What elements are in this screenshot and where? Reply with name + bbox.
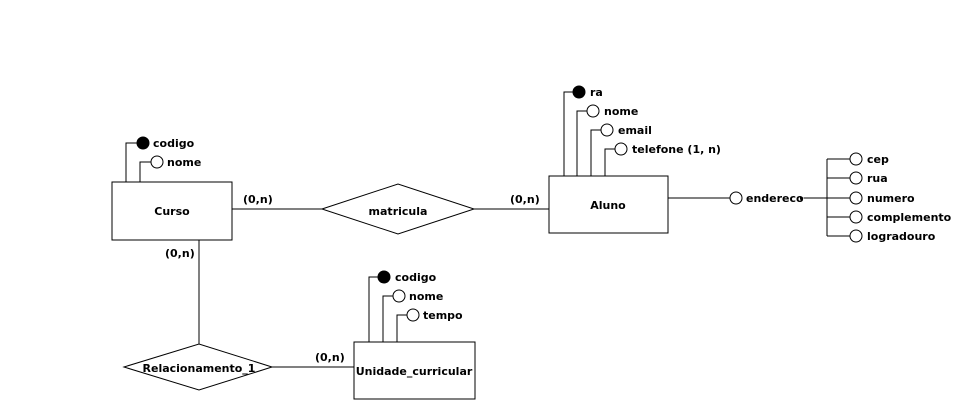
relationship-relacionamento-1-label: Relacionamento_1	[143, 362, 256, 375]
unidade-attr-tempo-connector	[396, 314, 407, 342]
curso-attr-nome-label: nome	[167, 156, 201, 169]
cardinality-curso-relacionamento: (0,n)	[165, 247, 195, 260]
aluno-attr-ra-key-icon	[572, 85, 586, 99]
unidade-attr-codigo-connector	[368, 276, 378, 342]
aluno-attr-telefone-connector	[604, 148, 615, 176]
endereco-part-complemento-circle-icon	[849, 210, 863, 224]
cardinality-curso-matricula: (0,n)	[243, 193, 273, 206]
aluno-attr-nome-connector	[576, 110, 587, 176]
unidade-attr-tempo-label: tempo	[423, 309, 463, 322]
aluno-attr-telefone-label: telefone (1, n)	[632, 143, 721, 156]
endereco-arrow-icon	[800, 196, 804, 200]
aluno-attr-ra-label: ra	[590, 86, 603, 99]
entity-aluno-label: Aluno	[590, 199, 626, 212]
curso-attr-codigo-connector	[125, 142, 137, 182]
aluno-attr-email-circle-icon	[600, 123, 614, 137]
cardinality-aluno-matricula: (0,n)	[510, 193, 540, 206]
aluno-attr-email-label: email	[618, 124, 652, 137]
endereco-part-cep-label: cep	[867, 153, 889, 166]
entity-aluno[interactable]: Aluno	[548, 175, 669, 234]
unidade-attr-nome-label: nome	[409, 290, 443, 303]
curso-attr-codigo-label: codigo	[153, 137, 195, 150]
endereco-part-complemento-label: complemento	[867, 211, 952, 224]
curso-attr-nome-connector	[139, 161, 151, 182]
relationship-matricula-label: matricula	[369, 205, 428, 218]
cardinality-unidade-relacionamento: (0,n)	[315, 351, 345, 364]
unidade-attr-nome-connector	[382, 295, 393, 342]
unidade-attr-codigo-key-icon	[377, 270, 391, 284]
endereco-part-logradouro-label: logradouro	[867, 230, 936, 243]
endereco-part-numero-circle-icon	[849, 191, 863, 205]
relationship-relacionamento-1[interactable]: Relacionamento_1	[122, 343, 274, 391]
endereco-part-logradouro-circle-icon	[849, 229, 863, 243]
entity-unidade-curricular[interactable]: Unidade_curricular	[353, 341, 476, 400]
curso-attr-codigo-key-icon	[136, 136, 150, 150]
endereco-part-numero-label: numero	[867, 192, 915, 205]
endereco-circle-icon	[729, 191, 743, 205]
unidade-attributes: codigo nome tempo	[368, 270, 463, 342]
endereco-part-rua-circle-icon	[849, 171, 863, 185]
aluno-attr-nome-label: nome	[604, 105, 638, 118]
aluno-composite-endereco: endereco cep rua numero complemento logr…	[668, 152, 952, 243]
unidade-attr-nome-circle-icon	[392, 289, 406, 303]
entity-curso[interactable]: Curso	[111, 181, 233, 241]
unidade-attr-tempo-circle-icon	[406, 308, 420, 322]
curso-attr-nome-circle-icon	[150, 155, 164, 169]
curso-attributes: codigo nome	[125, 136, 201, 182]
unidade-attr-codigo-label: codigo	[395, 271, 437, 284]
aluno-attr-nome-circle-icon	[586, 104, 600, 118]
aluno-attr-ra-connector	[563, 91, 573, 176]
aluno-attr-telefone-circle-icon	[614, 142, 628, 156]
relationship-matricula[interactable]: matricula	[320, 183, 476, 235]
endereco-label: endereco	[746, 192, 804, 205]
endereco-part-cep-circle-icon	[849, 152, 863, 166]
aluno-attributes: ra nome email telefone (1, n)	[563, 85, 721, 176]
entity-unidade-curricular-label: Unidade_curricular	[356, 365, 473, 378]
aluno-attr-email-connector	[590, 129, 601, 176]
entity-curso-label: Curso	[154, 205, 190, 218]
endereco-part-rua-label: rua	[867, 172, 888, 185]
